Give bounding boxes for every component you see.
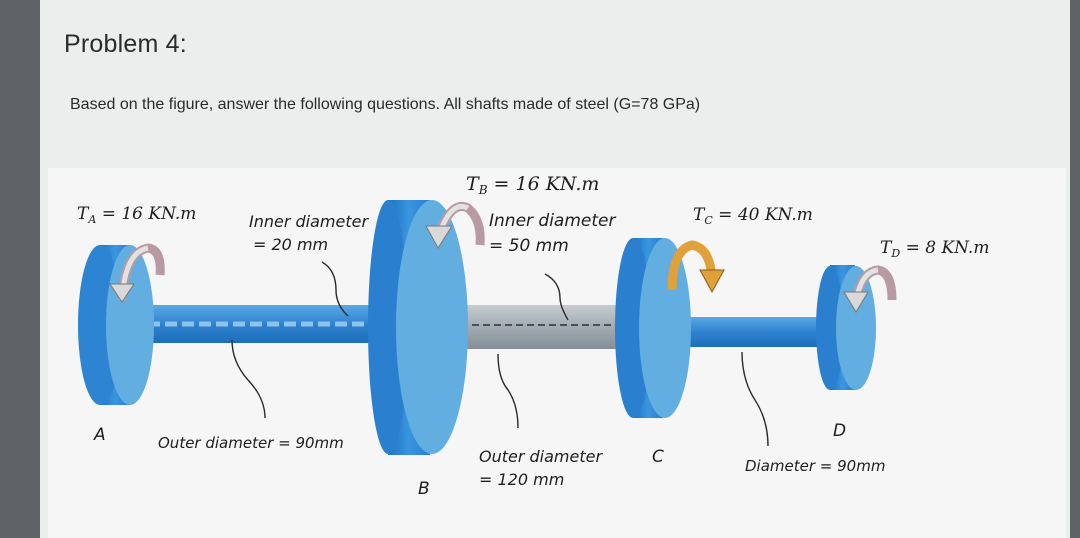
disk-a	[78, 245, 154, 405]
torque-b-value: = 16 KN.m	[488, 173, 600, 195]
disk-c	[615, 238, 691, 418]
torque-arrow-d	[843, 265, 897, 313]
torque-arrow-b	[425, 202, 485, 249]
shaft-ab	[130, 305, 400, 343]
torque-b-sub: B	[478, 183, 488, 197]
torque-label-a: TA = 16 KN.m	[77, 204, 196, 226]
outer-diameter-ab: Outer diameter = 90mm	[158, 434, 344, 452]
torque-arrow-c	[667, 240, 725, 294]
torque-b-symbol: T	[466, 173, 480, 195]
torque-d-sub: D	[890, 247, 900, 260]
torque-d-symbol: T	[880, 238, 893, 258]
inner-diameter-bc-line2: = 50 mm	[489, 236, 569, 256]
torque-label-d: TD = 8 KN.m	[880, 238, 989, 260]
point-label-c: C	[652, 447, 664, 467]
torque-arrow-a	[109, 243, 165, 303]
point-label-d: D	[833, 421, 846, 441]
problem-question: Based on the figure, answer the followin…	[70, 96, 701, 113]
shaft-bc	[435, 305, 650, 349]
torque-a-sub: A	[87, 213, 96, 226]
torque-d-value: = 8 KN.m	[900, 238, 989, 258]
point-label-b: B	[418, 479, 430, 499]
outer-diameter-bc-line2: = 120 mm	[479, 470, 564, 489]
torque-label-b: TB = 16 KN.m	[466, 173, 599, 197]
leader-lines	[231, 261, 769, 447]
disk-b	[368, 200, 468, 455]
torque-c-value: = 40 KN.m	[713, 205, 813, 225]
inner-diameter-ab-line1: Inner diameter	[249, 212, 369, 231]
torque-c-sub: C	[704, 214, 713, 227]
outer-diameter-bc-line1: Outer diameter	[479, 447, 603, 466]
inner-diameter-bc-line1: Inner diameter	[489, 211, 616, 231]
point-label-a: A	[93, 425, 106, 445]
diameter-cd: Diameter = 90mm	[745, 457, 885, 475]
figure-panel	[48, 168, 1066, 538]
torque-a-symbol: T	[77, 204, 90, 224]
torque-a-value: = 16 KN.m	[96, 204, 196, 224]
torque-c-symbol: T	[693, 205, 706, 225]
problem-title: Problem 4:	[64, 30, 187, 58]
disk-d	[816, 265, 876, 390]
inner-diameter-ab-line2: = 20 mm	[253, 235, 328, 254]
torque-label-c: TC = 40 KN.m	[693, 205, 813, 227]
